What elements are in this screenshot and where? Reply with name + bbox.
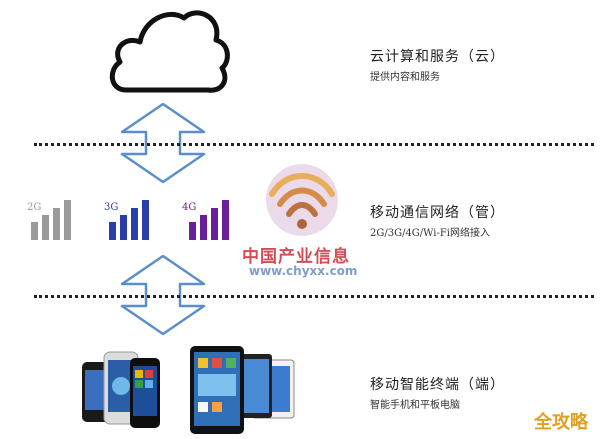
smartphone-icon bbox=[82, 351, 160, 428]
cloud-layer-subtitle: 提供内容和服务 bbox=[370, 72, 440, 83]
watermark-url: www.chyxx.com bbox=[249, 264, 358, 278]
signal-bars-icon-3g bbox=[109, 200, 149, 240]
network-layer-title: 移动通信网络（管） bbox=[370, 205, 505, 221]
watermark-name: 中国产业信息 bbox=[242, 247, 350, 267]
signal-bars-icon-2g bbox=[31, 200, 71, 240]
terminal-layer-subtitle: 智能手机和平板电脑 bbox=[370, 400, 460, 411]
watermark-logo bbox=[266, 164, 338, 236]
tablet-icon bbox=[190, 346, 295, 434]
layer-separator-top bbox=[34, 143, 594, 146]
corner-watermark: 全攻略 bbox=[534, 412, 588, 433]
layer-separator-bottom bbox=[34, 295, 594, 298]
signal-label-4g: 4G bbox=[182, 202, 197, 213]
network-layer-subtitle: 2G/3G/4G/Wi-Fi网络接入 bbox=[370, 228, 490, 239]
terminal-layer-title: 移动智能终端（端） bbox=[370, 377, 505, 393]
cloud-layer-title: 云计算和服务（云） bbox=[370, 49, 505, 65]
signal-label-3g: 3G bbox=[104, 202, 119, 213]
signal-label-2g: 2G bbox=[27, 202, 42, 213]
cloud-icon bbox=[109, 10, 230, 93]
signal-bars-icon-4g bbox=[189, 200, 229, 240]
